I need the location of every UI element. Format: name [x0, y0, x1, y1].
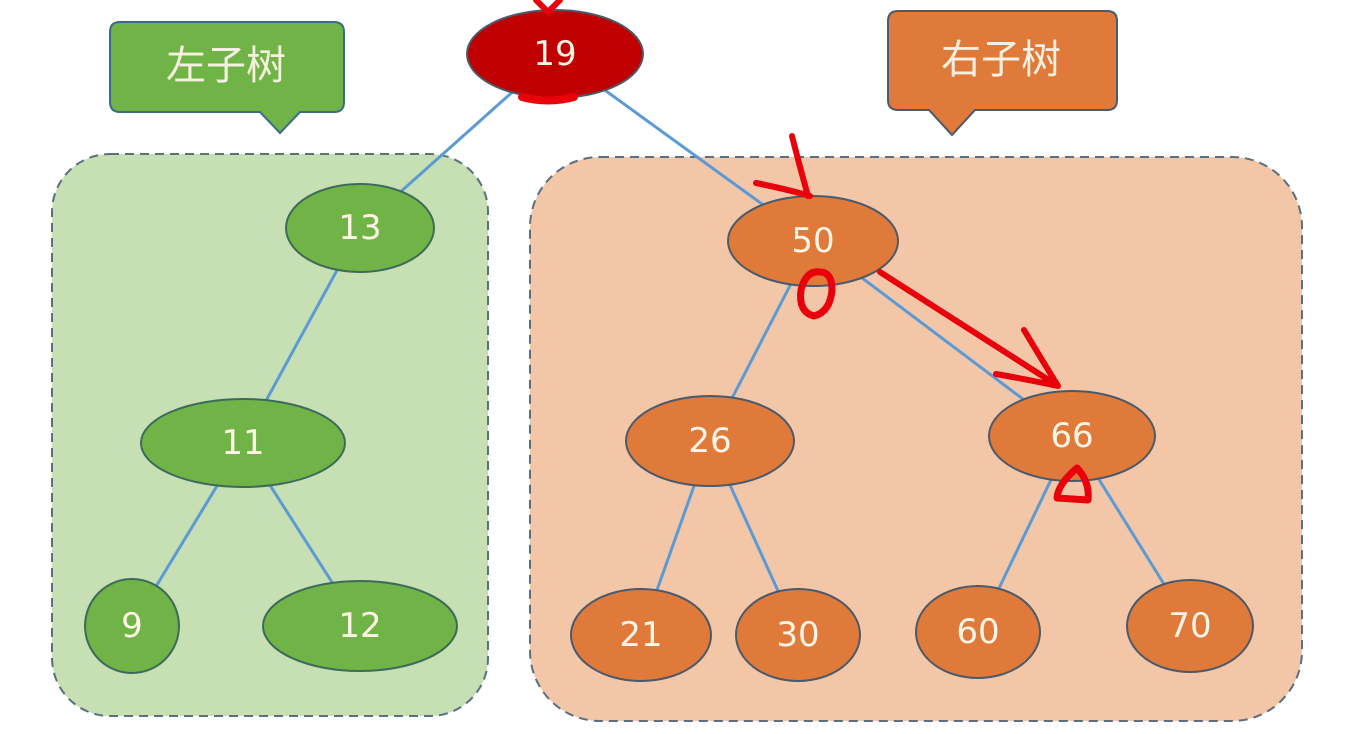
arrow-into-root: [533, 0, 563, 15]
node-label: 30: [776, 615, 819, 655]
handwritten-annotations: [518, 0, 1092, 504]
arrow-into-50: [753, 133, 813, 199]
left-subtree-label: 左子树: [166, 43, 286, 89]
node-ellipse: [988, 390, 1156, 482]
tree-node-21: 21: [570, 588, 712, 682]
node-label: 19: [533, 34, 576, 74]
node-label: 70: [1168, 606, 1211, 646]
tree-node-66: 66: [988, 390, 1156, 482]
node-ellipse: [570, 588, 712, 682]
tree-node-13: 13: [285, 183, 435, 273]
node-ellipse: [625, 395, 795, 487]
right-subtree-callout: 右子树: [887, 10, 1118, 137]
node-label: 12: [338, 606, 381, 646]
right-subtree-region: [529, 156, 1303, 722]
node-label: 11: [221, 423, 264, 463]
tree-node-11: 11: [140, 398, 346, 488]
node-label: 13: [338, 208, 381, 248]
node-ellipse: [84, 578, 180, 674]
right-subtree-label: 右子树: [941, 37, 1061, 83]
node-ellipse: [140, 398, 346, 488]
node-label: 26: [688, 421, 731, 461]
node-ellipse: [285, 183, 435, 273]
mark-four-under-66: [1053, 464, 1092, 504]
tree-node-60: 60: [915, 585, 1041, 679]
arrow-50-to-66: [877, 269, 1061, 389]
node-label: 9: [121, 606, 143, 646]
node-label: 66: [1050, 416, 1093, 456]
mark-zero-under-50: [797, 268, 836, 320]
tree-node-19: 19: [466, 9, 644, 99]
node-label: 21: [619, 615, 662, 655]
node-ellipse: [262, 580, 458, 672]
node-ellipse: [735, 588, 861, 682]
tree-node-12: 12: [262, 580, 458, 672]
tree-node-26: 26: [625, 395, 795, 487]
tree-node-70: 70: [1126, 579, 1254, 673]
node-label: 60: [956, 612, 999, 652]
root-underline-mark: [518, 93, 578, 105]
tree-node-9: 9: [84, 578, 180, 674]
left-subtree-callout: 左子树: [109, 21, 345, 135]
node-ellipse: [915, 585, 1041, 679]
node-label: 50: [791, 221, 834, 261]
tree-node-30: 30: [735, 588, 861, 682]
node-ellipse: [1126, 579, 1254, 673]
